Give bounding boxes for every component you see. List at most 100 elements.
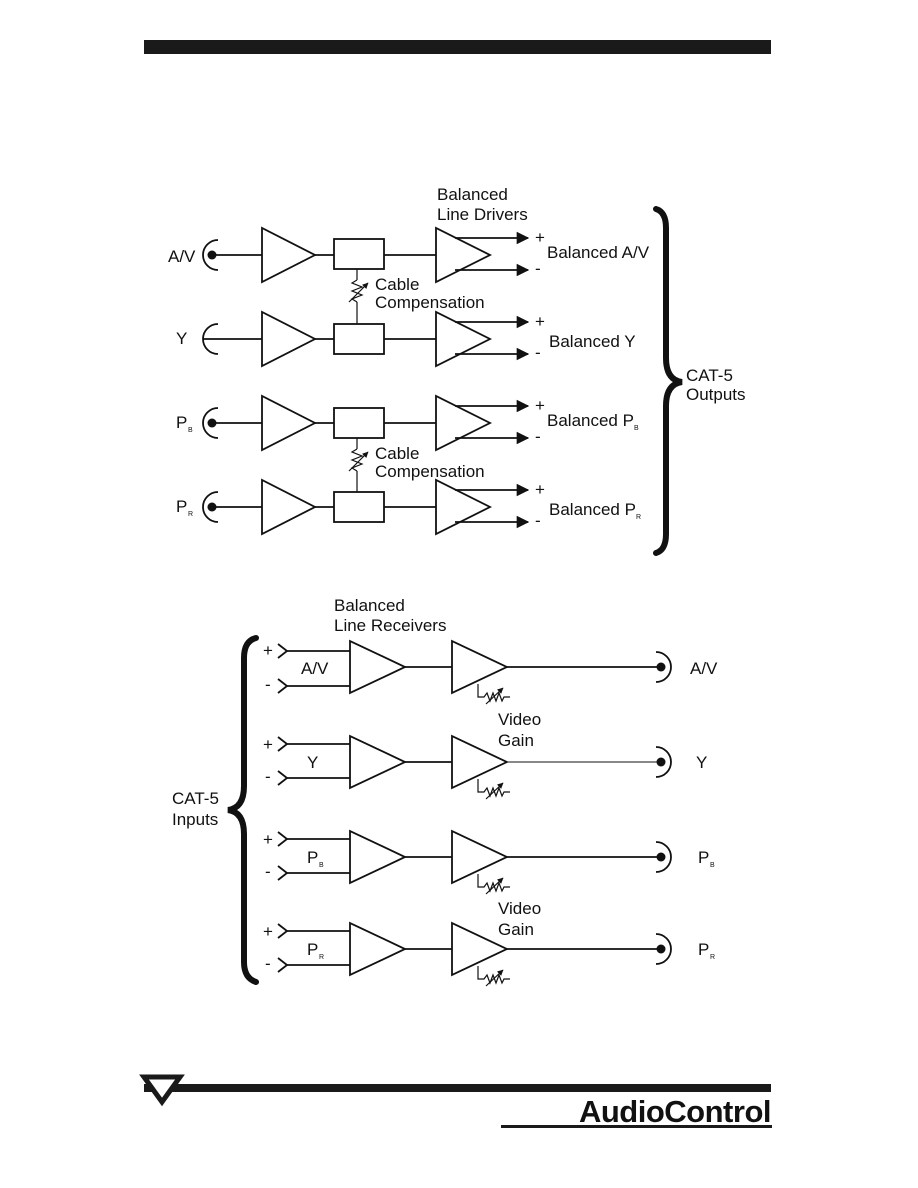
logo-underline bbox=[501, 1125, 772, 1128]
receivers-label: Line Receivers bbox=[334, 616, 446, 635]
pair-label: P bbox=[307, 848, 318, 867]
input-label: P bbox=[176, 413, 187, 432]
rx-channel-pr bbox=[277, 921, 672, 987]
line-driver-icon bbox=[435, 478, 493, 536]
output-subscript: B bbox=[634, 425, 639, 432]
video-gain-amp-icon bbox=[451, 921, 510, 977]
cable-comp-label: Cable bbox=[375, 275, 419, 294]
output-label: Balanced Y bbox=[549, 332, 636, 351]
cable-comp-block bbox=[333, 491, 385, 523]
inputs-label: CAT-5 bbox=[172, 789, 219, 808]
minus-label: - bbox=[535, 343, 541, 362]
video-gain-label: Gain bbox=[498, 731, 534, 750]
footer: AudioControl bbox=[139, 1074, 772, 1129]
cable-comp-block bbox=[333, 323, 385, 355]
buffer-amp-icon bbox=[261, 478, 317, 536]
rca-jack-icon bbox=[655, 651, 672, 683]
header-bar bbox=[144, 40, 771, 54]
line-driver-icon bbox=[435, 310, 493, 368]
line-receiver-icon bbox=[349, 921, 408, 977]
rca-jack-icon bbox=[655, 933, 672, 965]
output-subscript: R bbox=[710, 954, 715, 961]
output-subscript: B bbox=[710, 862, 715, 869]
rca-jack-icon bbox=[202, 407, 219, 439]
outputs-brace bbox=[653, 206, 683, 556]
buffer-amp-icon bbox=[261, 394, 317, 452]
buffer-amp-icon bbox=[261, 310, 317, 368]
output-label: Balanced P bbox=[547, 411, 634, 430]
tx-channel-av bbox=[202, 226, 530, 284]
rca-jack-icon bbox=[202, 491, 219, 523]
rca-jack-icon bbox=[655, 841, 672, 873]
variable-resistor-icon bbox=[477, 779, 510, 800]
output-label: A/V bbox=[690, 659, 718, 678]
top-diagram-labels: Balanced Line Drivers Cable Compensation… bbox=[168, 185, 746, 530]
receivers-label: Balanced bbox=[334, 596, 405, 615]
minus-label: - bbox=[535, 511, 541, 530]
cable-comp-label: Compensation bbox=[375, 293, 485, 312]
video-gain-label: Video bbox=[498, 710, 541, 729]
variable-resistor-icon bbox=[348, 438, 369, 492]
tx-channel-y bbox=[202, 310, 530, 368]
video-gain-amp-icon bbox=[451, 734, 510, 790]
variable-resistor-icon bbox=[477, 684, 510, 705]
input-label: A/V bbox=[168, 247, 196, 266]
outputs-label: CAT-5 bbox=[686, 366, 733, 385]
tx-channel-pb bbox=[202, 394, 530, 452]
input-label: P bbox=[176, 497, 187, 516]
line-driver-icon bbox=[435, 394, 493, 452]
minus-label: - bbox=[265, 675, 271, 694]
minus-label: - bbox=[265, 954, 271, 973]
video-gain-amp-icon bbox=[451, 639, 510, 695]
variable-resistor-icon bbox=[477, 874, 510, 895]
plus-label: + bbox=[263, 641, 273, 660]
pair-label: Y bbox=[307, 753, 318, 772]
output-subscript: R bbox=[636, 514, 641, 521]
rx-channel-av bbox=[277, 639, 672, 705]
pair-label: P bbox=[307, 940, 318, 959]
inputs-label: Inputs bbox=[172, 810, 218, 829]
video-gain-label: Video bbox=[498, 899, 541, 918]
footer-bar bbox=[144, 1084, 771, 1092]
input-subscript: B bbox=[188, 427, 193, 434]
output-label: Balanced A/V bbox=[547, 243, 650, 262]
inputs-brace bbox=[227, 635, 259, 985]
cable-comp-block bbox=[333, 238, 385, 270]
cable-comp-label: Compensation bbox=[375, 462, 485, 481]
plus-label: + bbox=[535, 396, 545, 415]
rx-channel-pb bbox=[277, 829, 672, 895]
pair-subscript: B bbox=[319, 862, 324, 869]
line-receiver-icon bbox=[349, 639, 408, 695]
pair-subscript: R bbox=[319, 954, 324, 961]
minus-label: - bbox=[265, 862, 271, 881]
variable-resistor-icon bbox=[477, 966, 510, 987]
plus-label: + bbox=[263, 922, 273, 941]
video-gain-label: Gain bbox=[498, 920, 534, 939]
line-driver-icon bbox=[435, 226, 493, 284]
input-label: Y bbox=[176, 329, 187, 348]
output-label: Balanced P bbox=[549, 500, 636, 519]
triangle-marker-icon bbox=[139, 1074, 185, 1107]
plus-label: + bbox=[535, 228, 545, 247]
top-diagram bbox=[202, 206, 683, 556]
plus-label: + bbox=[263, 735, 273, 754]
bottom-diagram bbox=[227, 635, 672, 987]
output-label: P bbox=[698, 848, 709, 867]
outputs-label: Outputs bbox=[686, 385, 746, 404]
rca-jack-icon bbox=[202, 239, 219, 271]
drivers-label: Line Drivers bbox=[437, 205, 528, 224]
minus-label: - bbox=[265, 767, 271, 786]
buffer-amp-icon bbox=[261, 226, 317, 284]
pair-label: A/V bbox=[301, 659, 329, 678]
line-receiver-icon bbox=[349, 734, 408, 790]
output-label: Y bbox=[696, 753, 707, 772]
rca-jack-icon bbox=[655, 746, 672, 778]
plus-label: + bbox=[535, 312, 545, 331]
minus-label: - bbox=[535, 427, 541, 446]
output-label: P bbox=[698, 940, 709, 959]
plus-label: + bbox=[263, 830, 273, 849]
variable-resistor-icon bbox=[348, 269, 369, 324]
bottom-diagram-labels: Balanced Line Receivers CAT-5 Inputs Vid… bbox=[172, 596, 718, 973]
video-gain-amp-icon bbox=[451, 829, 510, 885]
